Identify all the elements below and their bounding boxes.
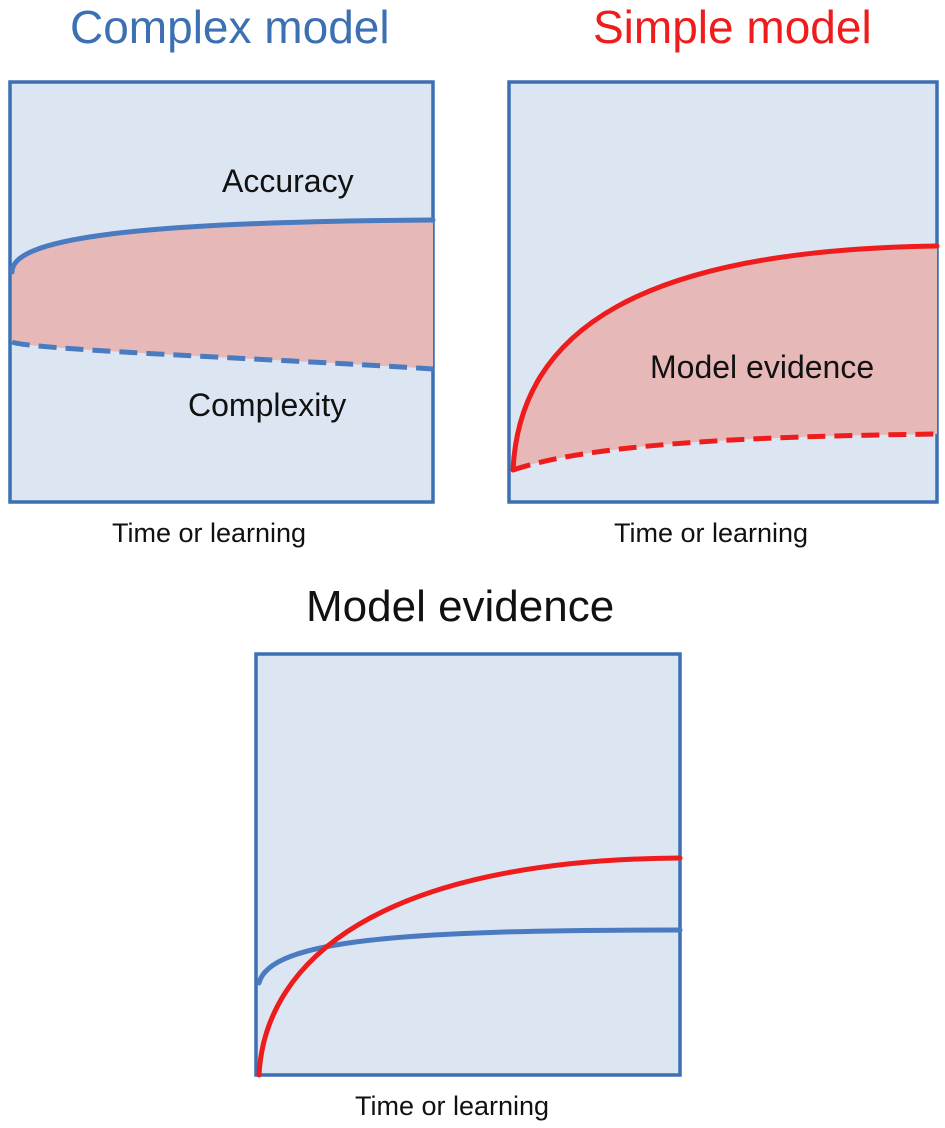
model-evidence-band-label: Model evidence xyxy=(650,349,874,385)
complex-model-panel: Accuracy Complexity xyxy=(8,80,436,504)
complex-model-evidence-band xyxy=(12,220,433,369)
simple-model-panel: Model evidence xyxy=(507,80,940,504)
model-evidence-x-axis-label: Time or learning xyxy=(355,1091,550,1121)
simple-model-complexity-curve xyxy=(512,431,938,473)
simple-model-x-axis-label: Time or learning xyxy=(614,518,809,548)
simple-model-accuracy-curve xyxy=(510,243,940,473)
model-evidence-title: Model evidence xyxy=(306,582,615,631)
model-evidence-plot-area xyxy=(254,652,682,1077)
simple-model-evidence-curve xyxy=(256,855,683,1078)
complex-model-accuracy-curve xyxy=(9,217,436,275)
accuracy-label: Accuracy xyxy=(222,163,354,199)
simple-model-title: Simple model xyxy=(593,1,872,53)
simple-model-evidence-band xyxy=(513,246,937,470)
model-evidence-panel xyxy=(254,652,683,1078)
complex-model-evidence-curve xyxy=(256,927,683,986)
complex-model-x-axis-label: Time or learning xyxy=(112,518,307,548)
complex-model-complexity-curve xyxy=(10,339,434,372)
complex-model-title: Complex model xyxy=(70,1,390,53)
complexity-label: Complexity xyxy=(188,387,346,423)
